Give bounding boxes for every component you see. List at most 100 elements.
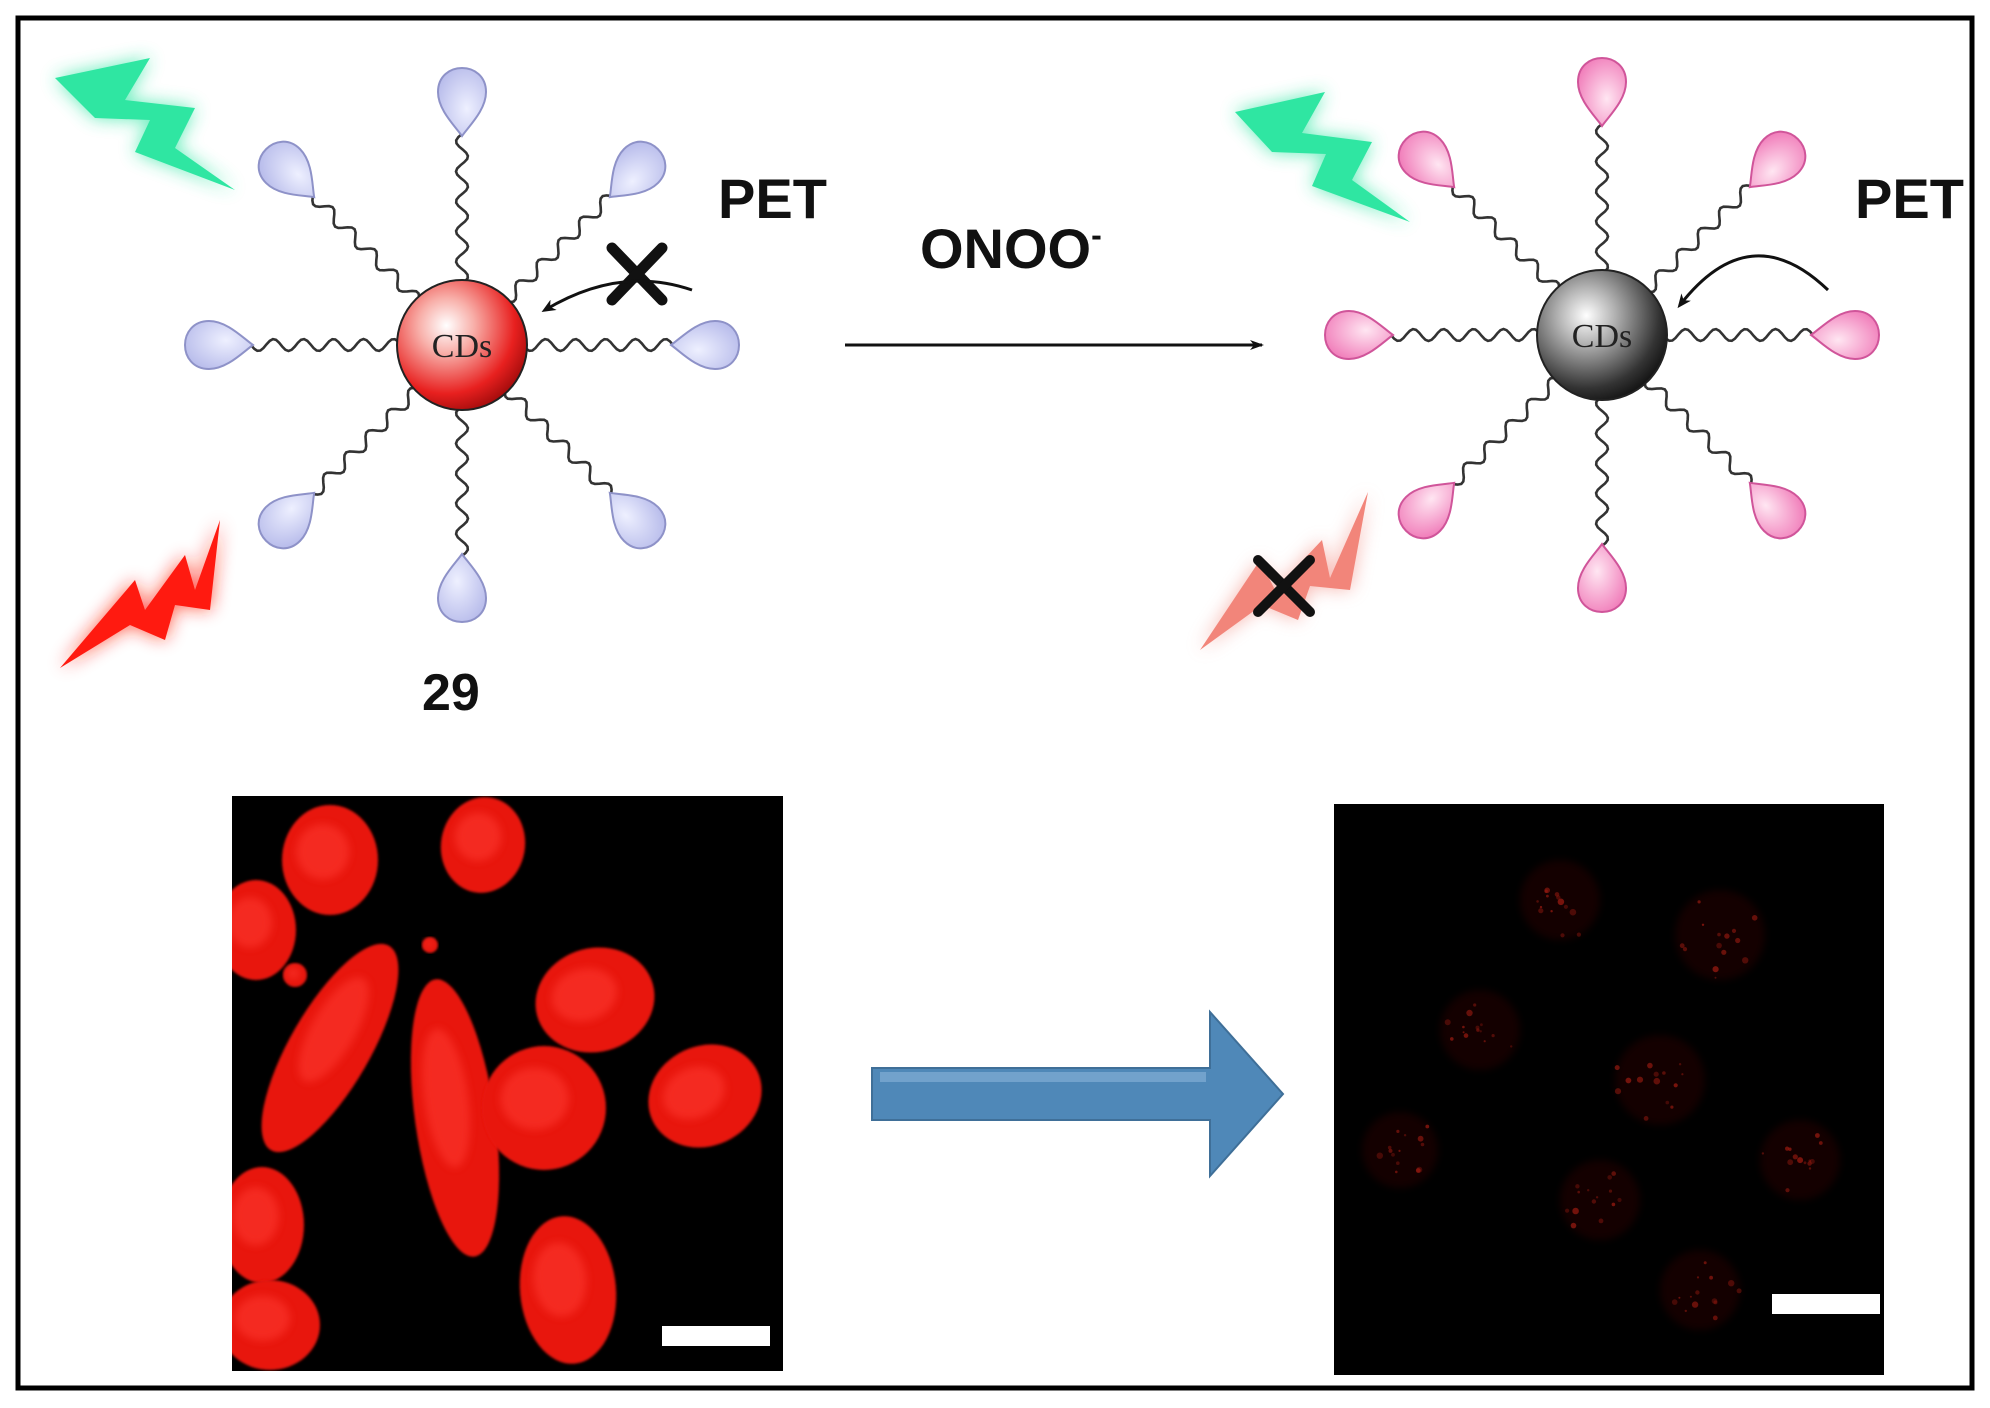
quenched-cell bbox=[1560, 1160, 1640, 1240]
fluorescence-speck bbox=[1713, 966, 1719, 972]
fluorescence-speck bbox=[1558, 899, 1565, 906]
fluorescence-speck bbox=[1704, 1261, 1707, 1264]
fluorescence-speck bbox=[1596, 1196, 1598, 1198]
cell-highlight bbox=[235, 1296, 290, 1341]
fluorescence-speck bbox=[1807, 1161, 1811, 1165]
fluorescence-speck bbox=[1398, 1150, 1400, 1152]
compound-number-label: 29 bbox=[422, 664, 480, 722]
fluorescence-speck bbox=[1692, 1301, 1698, 1307]
fluorescence-speck bbox=[1804, 1161, 1807, 1164]
fluorescence-speck bbox=[1724, 933, 1729, 938]
fluorescence-speck bbox=[1721, 950, 1726, 955]
carbon-dot-core-label: CDs bbox=[432, 328, 492, 365]
fluorescence-speck bbox=[1809, 1167, 1811, 1169]
fluorescence-speck bbox=[1717, 933, 1721, 937]
fluorescence-speck bbox=[1797, 1157, 1803, 1163]
fluorescence-speck bbox=[1570, 909, 1577, 916]
fluorescence-speck bbox=[1404, 1134, 1406, 1136]
fluorescence-speck bbox=[1678, 1297, 1680, 1299]
fluorescence-speck bbox=[1654, 1072, 1659, 1077]
reagent-label: ONOO- bbox=[920, 217, 1102, 280]
fluorescence-speck bbox=[1577, 1191, 1580, 1194]
cell-highlight bbox=[287, 967, 300, 979]
fluorescence-speck bbox=[1389, 1149, 1393, 1153]
fluorescence-speck bbox=[1695, 1290, 1699, 1294]
scale-bar-before bbox=[662, 1326, 770, 1346]
fluorescence-speck bbox=[1654, 1078, 1661, 1085]
scale-bar-after bbox=[1772, 1294, 1880, 1314]
fluorescence-speck bbox=[1572, 1208, 1579, 1215]
fluorescence-speck bbox=[1555, 892, 1560, 897]
fluorescence-speck bbox=[1540, 906, 1542, 908]
fluorescence-speck bbox=[1473, 1003, 1476, 1006]
fluorescence-speck bbox=[1536, 900, 1539, 903]
fluorescence-speck bbox=[1416, 1168, 1421, 1173]
fluorescence-speck bbox=[1716, 943, 1722, 949]
fluorescence-speck bbox=[1466, 1010, 1472, 1016]
fluorescence-speck bbox=[1480, 1023, 1483, 1026]
fluorescence-speck bbox=[1564, 905, 1568, 909]
fluorescence-speck bbox=[1544, 888, 1550, 894]
fluorescence-speck bbox=[1575, 1184, 1579, 1188]
fluorescence-speck bbox=[1709, 1276, 1713, 1280]
fluorescence-speck bbox=[1571, 1223, 1577, 1229]
fluorescence-speck bbox=[1674, 1083, 1678, 1087]
fluorescence-speck bbox=[1735, 938, 1740, 943]
fluorescence-speck bbox=[1395, 1171, 1398, 1174]
fluorescence-speck bbox=[1672, 1299, 1678, 1305]
fluorescence-speck bbox=[1615, 1065, 1620, 1070]
fluorescence-speck bbox=[1698, 900, 1701, 903]
fluorescence-speck bbox=[1662, 1071, 1666, 1075]
fluorescence-speck bbox=[1679, 1063, 1681, 1065]
fluorescence-speck bbox=[1492, 1034, 1495, 1037]
fluorescence-speck bbox=[1647, 1063, 1653, 1069]
right-pet-label: PET bbox=[1855, 167, 1964, 230]
fluorescence-speck bbox=[1464, 1033, 1469, 1038]
fluorescence-speck bbox=[1732, 929, 1736, 933]
fluorescence-speck bbox=[1680, 943, 1685, 948]
carbon-dot-core-label: CDs bbox=[1572, 318, 1632, 355]
fluorescence-speck bbox=[1560, 933, 1564, 937]
fluorescence-speck bbox=[1612, 1203, 1616, 1207]
fluorescence-speck bbox=[1609, 1190, 1612, 1193]
fluorescence-speck bbox=[1681, 1073, 1683, 1075]
fluorescence-speck bbox=[1450, 1037, 1454, 1041]
fluorescence-speck bbox=[1587, 1189, 1589, 1191]
fluorescence-speck bbox=[1713, 1316, 1718, 1321]
fluorescence-speck bbox=[1480, 1030, 1482, 1032]
cell-highlight bbox=[296, 824, 349, 879]
fluorescence-speck bbox=[1510, 1045, 1512, 1047]
fluorescence-speck bbox=[1445, 1019, 1451, 1025]
quenched-cell bbox=[1440, 990, 1520, 1070]
cell-highlight bbox=[228, 898, 272, 948]
fluorescence-speck bbox=[1685, 1310, 1687, 1312]
fluorescence-speck bbox=[1377, 1153, 1383, 1159]
cell-highlight bbox=[233, 1187, 279, 1245]
fluorescence-speck bbox=[1484, 1040, 1486, 1042]
cell-highlight bbox=[424, 940, 433, 948]
fluorescence-speck bbox=[1715, 977, 1717, 979]
fluorescence-speck bbox=[1462, 1026, 1465, 1029]
fluorescence-speck bbox=[1607, 1175, 1612, 1180]
left-pet-label: PET bbox=[718, 167, 827, 230]
fluorescence-speck bbox=[1388, 1146, 1392, 1150]
fluorescence-speck bbox=[1538, 908, 1543, 913]
fluorescence-speck bbox=[1793, 1154, 1798, 1159]
fluorescence-speck bbox=[1550, 910, 1552, 912]
fluorescence-speck bbox=[1599, 1219, 1604, 1224]
fluorescence-speck bbox=[1690, 1296, 1692, 1298]
fluorescence-speck bbox=[1418, 1136, 1424, 1142]
micrograph-before bbox=[216, 790, 783, 1371]
fluorescence-speck bbox=[1391, 1153, 1395, 1157]
fluorescence-speck bbox=[1702, 924, 1704, 926]
fluorescence-speck bbox=[1396, 1161, 1400, 1165]
fluorescence-speck bbox=[1626, 1078, 1632, 1084]
fluorescence-speck bbox=[1425, 1125, 1429, 1129]
fluorescence-speck bbox=[1421, 1143, 1425, 1147]
fluorescence-speck bbox=[1742, 957, 1748, 963]
fluorescence-speck bbox=[1617, 1198, 1621, 1202]
fluorescence-speck bbox=[1546, 895, 1549, 898]
fluorescence-speck bbox=[1611, 1171, 1616, 1176]
fluorescence-speck bbox=[1670, 1106, 1673, 1109]
